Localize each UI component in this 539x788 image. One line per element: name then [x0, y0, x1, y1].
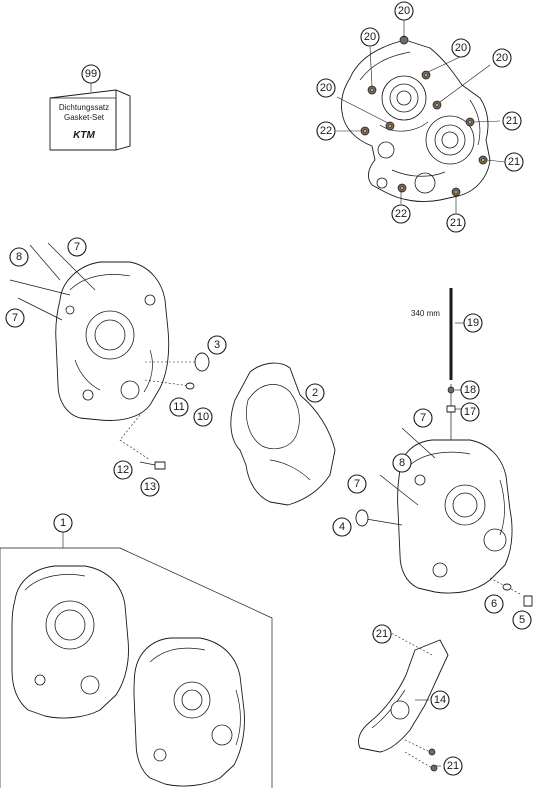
svg-text:99: 99: [85, 68, 97, 80]
gasket-set-label-de: Dichtungssatz: [59, 103, 109, 112]
callout-7-d: 7: [347, 474, 367, 494]
callout-7-c: 7: [413, 408, 433, 428]
svg-text:19: 19: [467, 317, 479, 329]
svg-text:22: 22: [395, 208, 407, 220]
callout-7-a: 7: [67, 237, 87, 257]
crankcase-right-half: [355, 288, 533, 607]
svg-text:21: 21: [376, 628, 388, 640]
svg-text:17: 17: [464, 406, 476, 418]
svg-text:20: 20: [455, 42, 467, 54]
svg-text:5: 5: [519, 614, 525, 626]
callout-11: 11: [169, 397, 189, 417]
callout-20-d: 20: [492, 48, 512, 68]
svg-text:18: 18: [464, 384, 476, 396]
callout-4: 4: [332, 517, 352, 537]
svg-text:20: 20: [496, 52, 508, 64]
callout-20-a: 20: [394, 1, 414, 21]
stud-length-label: 340 mm: [411, 309, 440, 318]
svg-text:6: 6: [491, 598, 497, 610]
callout-14: 14: [430, 690, 450, 710]
callout-7-b: 7: [5, 308, 25, 328]
callout-22-b: 22: [391, 204, 411, 224]
svg-text:1: 1: [60, 517, 66, 529]
callout-20-b: 20: [360, 27, 380, 47]
svg-text:7: 7: [74, 241, 80, 253]
svg-text:10: 10: [197, 411, 209, 423]
callout-1: 1: [53, 513, 73, 533]
svg-text:22: 22: [320, 125, 332, 137]
svg-text:7: 7: [12, 312, 18, 324]
callout-18: 18: [460, 380, 480, 400]
svg-text:20: 20: [364, 31, 376, 43]
svg-text:8: 8: [16, 251, 22, 263]
callout-19: 19: [463, 313, 483, 333]
crankcase-assembly-group: [0, 532, 273, 788]
gasket: [230, 362, 336, 506]
svg-text:7: 7: [354, 478, 360, 490]
ktm-logo: KTM: [73, 130, 95, 141]
callout-5: 5: [512, 610, 532, 630]
svg-text:20: 20: [398, 5, 410, 17]
svg-text:12: 12: [117, 464, 129, 476]
callout-20-c: 20: [451, 38, 471, 58]
callout-6: 6: [484, 594, 504, 614]
sprocket-cover: [358, 634, 449, 772]
callout-8-a: 8: [9, 247, 29, 267]
svg-text:14: 14: [434, 694, 446, 706]
svg-text:4: 4: [339, 521, 345, 533]
leader-lines: [336, 20, 506, 767]
svg-text:3: 3: [214, 339, 220, 351]
callout-99: 99: [81, 64, 101, 84]
callout-3: 3: [207, 335, 227, 355]
crankcase-top-view: [341, 35, 491, 203]
svg-text:13: 13: [144, 481, 156, 493]
svg-text:8: 8: [399, 457, 405, 469]
crankcase-left-half: [9, 242, 210, 470]
svg-text:21: 21: [447, 760, 459, 772]
callout-17: 17: [460, 402, 480, 422]
callout-21-b: 21: [504, 152, 524, 172]
callout-21-a: 21: [502, 111, 522, 131]
svg-text:20: 20: [320, 82, 332, 94]
svg-text:21: 21: [506, 115, 518, 127]
gasket-set-box: Dichtungssatz Gasket-Set KTM: [49, 83, 131, 151]
gasket-set-label-en: Gasket-Set: [64, 113, 105, 122]
callout-20-e: 20: [316, 78, 336, 98]
callout-21-c: 21: [446, 213, 466, 233]
callout-8-b: 8: [392, 453, 412, 473]
callout-13: 13: [140, 477, 160, 497]
callout-21-d: 21: [372, 624, 392, 644]
svg-text:21: 21: [508, 156, 520, 168]
callout-12: 12: [113, 460, 133, 480]
callout-2: 2: [305, 383, 325, 403]
svg-text:7: 7: [420, 412, 426, 424]
callout-21-e: 21: [443, 756, 463, 776]
svg-text:2: 2: [312, 387, 318, 399]
svg-text:21: 21: [450, 217, 462, 229]
callout-10: 10: [193, 407, 213, 427]
callout-22-a: 22: [316, 121, 336, 141]
svg-text:11: 11: [173, 401, 184, 413]
